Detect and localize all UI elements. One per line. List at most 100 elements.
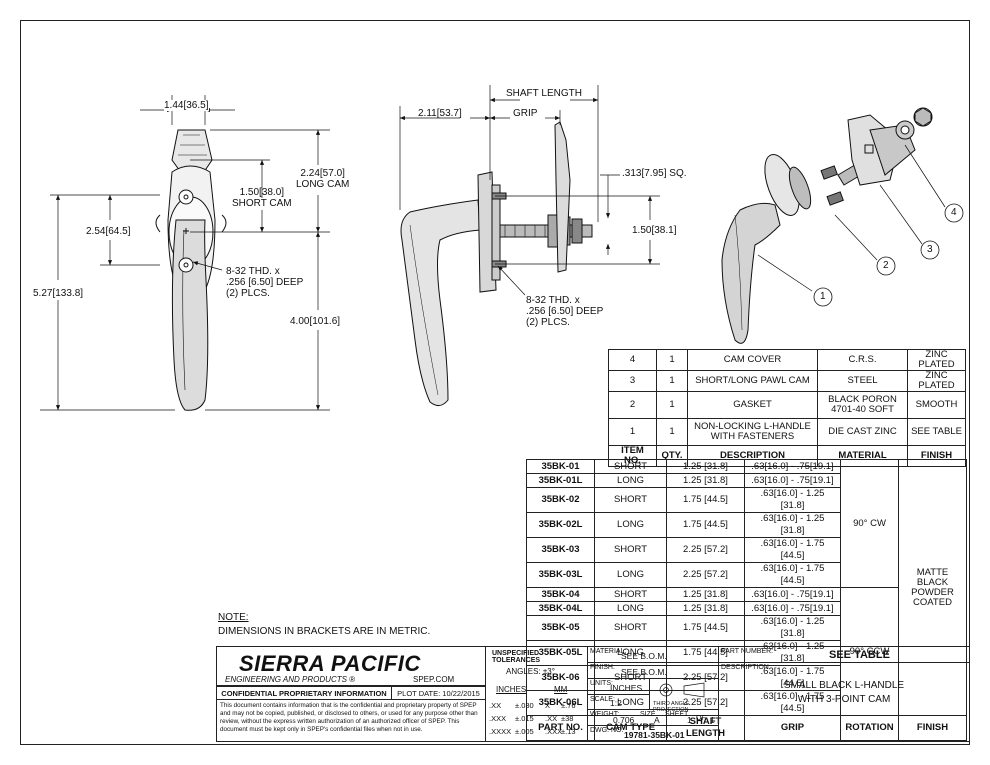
size-label: SIZE — [640, 711, 656, 718]
dim-offset: 2.11[53.7] — [418, 108, 462, 119]
bom-item: 2 — [608, 391, 657, 419]
sheet-total: 1 — [710, 715, 715, 725]
shaft-length-cell: 1.25 [31.8] — [666, 587, 745, 602]
grip-cell: .63[16.0] - 1.75 [44.5] — [744, 690, 841, 716]
rotation-cell: 90° CW — [840, 459, 899, 588]
bom-qty: 1 — [656, 370, 688, 392]
bom-material: C.R.S. — [817, 349, 908, 371]
rotation-cell: 90° CCW — [840, 587, 899, 716]
cam-type-cell: SHORT — [594, 487, 667, 513]
shaft-length-cell: 1.25 [31.8] — [666, 601, 745, 616]
part-number-cell: 35BK-04 — [526, 587, 595, 602]
grip-cell: .63[16.0] - 1.75 [44.5] — [744, 665, 841, 691]
grip-cell: .63[16.0] - .75[19.1] — [744, 473, 841, 488]
sheet-label: SHEET — [665, 711, 689, 718]
dim-grip: GRIP — [513, 108, 538, 119]
dwg-no-label: DWG. NO. — [590, 727, 624, 734]
cam-type-cell: SHORT — [594, 459, 667, 474]
bom-material: STEEL — [817, 370, 908, 392]
balloon-leaders — [757, 144, 946, 292]
bom-qty: 1 — [656, 391, 688, 419]
part-number-cell: 35BK-02 — [526, 487, 595, 513]
dwg-no-value: 19781-35BK-01 — [624, 730, 685, 740]
tolerance-title: UNSPECIFIED TOLERANCES — [492, 650, 541, 664]
dim-square: .313[7.95] SQ. — [622, 168, 687, 179]
dim-overall: 5.27[133.8] — [33, 288, 84, 299]
grip-cell: .63[16.0] - 1.25 [31.8] — [744, 512, 841, 538]
finish-label: FINISH: — [590, 664, 615, 671]
part-number-box: PART NUMBER: SEE TABLE — [718, 646, 970, 663]
shaft-length-cell: 1.25 [31.8] — [666, 473, 745, 488]
company-sub: ENGINEERING AND PRODUCTS ® — [225, 675, 356, 684]
confidential-title: CONFIDENTIAL PROPRIETARY INFORMATION — [216, 686, 392, 700]
finish-cell: MATTE BLACK POWDER COATED — [898, 459, 967, 716]
bom-table: 4 1 CAM COVER C.R.S. ZINC PLATED 3 1 SHO… — [608, 349, 966, 467]
plot-date: PLOT DATE: 10/22/2015 — [391, 686, 486, 700]
part-number-value: SEE TABLE — [829, 649, 890, 661]
side-dim-lines — [399, 85, 660, 296]
tolerance-inches-label: INCHES — [496, 685, 527, 694]
size-value: A — [654, 715, 660, 725]
thread-callout-front: 8-32 THD. x .256 [6.50] DEEP (2) PLCS. — [226, 266, 304, 299]
cam-type-cell: LONG — [594, 512, 667, 538]
front-view — [155, 129, 227, 411]
bom-finish: SMOOTH — [907, 391, 966, 419]
bom-desc: SHORT/LONG PAWL CAM — [687, 370, 818, 392]
dwg-no-box: DWG. NO. 19781-35BK-01 — [587, 725, 719, 742]
bom-desc: GASKET — [687, 391, 818, 419]
thread-callout-side: 8-32 THD. x .256 [6.50] DEEP (2) PLCS. — [526, 295, 604, 328]
grip-cell: .63[16.0] - .75[19.1] — [744, 601, 841, 616]
shaft-length-cell: 1.25 [31.8] — [666, 459, 745, 474]
company-logo: SIERRA PACIFIC — [239, 651, 421, 676]
cam-type-cell: SHORT — [594, 615, 667, 641]
description-value: SMALL BLACK L-HANDLE WITH 3-POINT CAM — [783, 680, 905, 705]
grip-cell: .63[16.0] - .75[19.1] — [744, 587, 841, 602]
grip-cell: .63[16.0] - 1.25 [31.8] — [744, 487, 841, 513]
table-row: 3 1 SHORT/LONG PAWL CAM STEEL ZINC PLATE… — [608, 370, 966, 392]
description-label: DESCRIPTION: — [721, 664, 771, 671]
grip-cell: .63[16.0] - 1.25 [31.8] — [744, 615, 841, 641]
bom-qty: 1 — [656, 349, 688, 371]
material-label: MATERIAL: — [590, 648, 627, 655]
grip-cell: .63[16.0] - .75[19.1] — [744, 459, 841, 474]
shaft-length-cell: 1.75 [44.5] — [666, 487, 745, 513]
balloons — [813, 203, 964, 307]
cam-type-cell: LONG — [594, 562, 667, 588]
part-number-cell: 35BK-01L — [526, 473, 595, 488]
isometric-view — [721, 107, 933, 344]
confidential-text: This document contains information that … — [216, 699, 486, 742]
bom-item: 4 — [608, 349, 657, 371]
weight-size-sheet-box: WEIGHT: 0.706 SIZE A SHEET 1 OF 1 — [587, 709, 719, 726]
balloon-3-label: 3 — [927, 244, 933, 255]
grip-cell: .63[16.0] - 1.75 [44.5] — [744, 562, 841, 588]
bom-desc: CAM COVER — [687, 349, 818, 371]
material-value: SEE B.O.M. — [621, 651, 667, 661]
units-box: UNITS: INCHES — [587, 678, 650, 695]
cam-type-cell: LONG — [594, 601, 667, 616]
note-title: NOTE: — [218, 612, 249, 623]
table-row: 2 1 GASKET BLACK PORON 4701-40 SOFT SMOO… — [608, 391, 966, 419]
scale-label: SCALE: — [590, 696, 615, 703]
parts-header: GRIP — [744, 715, 841, 741]
parts-header: PART NO. — [526, 715, 595, 741]
units-label: UNITS: — [590, 680, 613, 687]
cam-type-cell: SHORT — [594, 587, 667, 602]
weight-label: WEIGHT: — [590, 711, 620, 718]
part-number-cell: 35BK-03L — [526, 562, 595, 588]
bom-finish: ZINC PLATED — [907, 370, 966, 392]
dim-side-height: 1.50[38.1] — [632, 225, 677, 236]
company-website: SPEP.COM — [413, 675, 455, 684]
table-row: 4 1 CAM COVER C.R.S. ZINC PLATED — [608, 349, 966, 371]
balloon-4-label: 4 — [951, 207, 957, 218]
part-number-cell: 35BK-03 — [526, 537, 595, 563]
note-text: DIMENSIONS IN BRACKETS ARE IN METRIC. — [218, 626, 431, 637]
